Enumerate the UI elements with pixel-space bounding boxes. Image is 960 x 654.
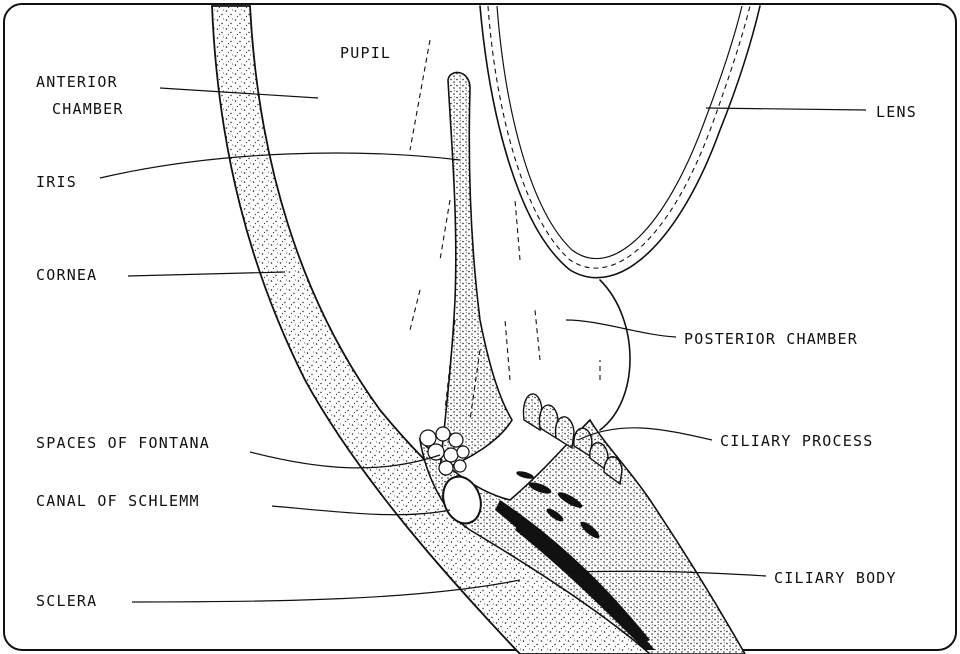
posterior-chamber-boundary xyxy=(600,280,630,430)
leader-posterior-chamber xyxy=(566,320,676,337)
label-canal-of-schlemm: CANAL OF SCHLEMM xyxy=(36,492,200,510)
aqueous-flow-arrows xyxy=(410,40,600,420)
lens-capsule-inner xyxy=(497,6,742,259)
lens-cortex-dashed xyxy=(488,6,750,268)
label-anterior-chamber-line2: CHAMBER xyxy=(52,100,124,118)
lens-outline xyxy=(480,6,760,278)
label-posterior-chamber: POSTERIOR CHAMBER xyxy=(684,330,858,348)
leader-iris xyxy=(100,153,460,178)
label-anterior-chamber-line1: ANTERIOR xyxy=(36,73,118,91)
label-lens: LENS xyxy=(876,103,917,121)
label-spaces-of-fontana: SPACES OF FONTANA xyxy=(36,434,210,452)
label-ciliary-process: CILIARY PROCESS xyxy=(720,432,873,450)
label-ciliary-body: CILIARY BODY xyxy=(774,569,897,587)
label-sclera: SCLERA xyxy=(36,592,97,610)
label-cornea: CORNEA xyxy=(36,266,97,284)
label-pupil: PUPIL xyxy=(340,44,391,62)
leader-lens xyxy=(706,108,866,110)
label-iris: IRIS xyxy=(36,173,77,191)
